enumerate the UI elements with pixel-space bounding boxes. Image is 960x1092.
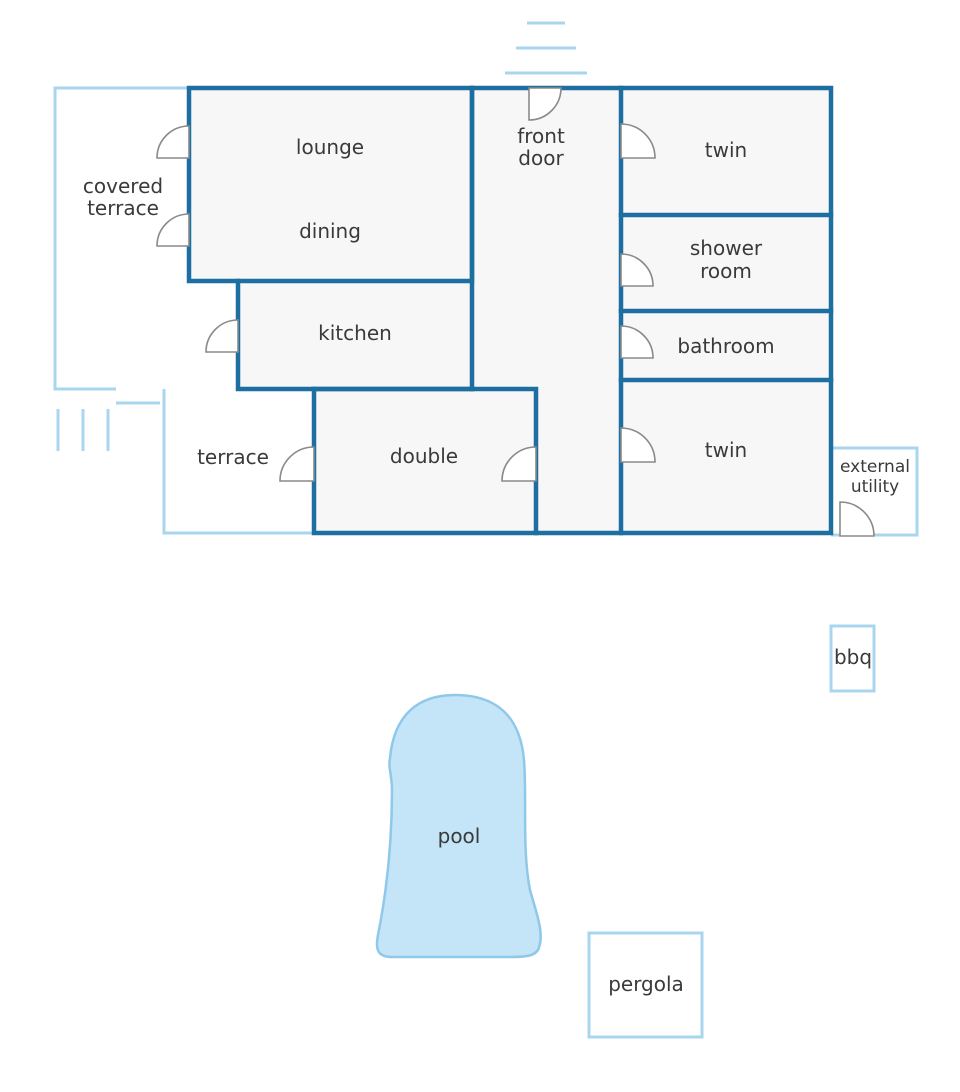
label-twin-top: twin xyxy=(705,138,747,162)
label-bathroom: bathroom xyxy=(677,334,774,358)
label-pergola: pergola xyxy=(608,972,684,996)
room-labels: lounge dining kitchen front door twin sh… xyxy=(83,124,910,996)
room-lounge-dining xyxy=(189,88,472,281)
outdoor-outlines xyxy=(53,21,919,1039)
door-front xyxy=(528,87,562,121)
label-terrace: terrace xyxy=(197,445,269,469)
room-shower xyxy=(621,215,831,311)
door-kitchen xyxy=(205,319,239,353)
door-double xyxy=(501,446,537,482)
room-kitchen xyxy=(238,281,472,389)
label-pool: pool xyxy=(438,824,481,848)
label-shower-2: room xyxy=(700,259,752,283)
label-dining: dining xyxy=(299,219,361,243)
covered-terrace-outline xyxy=(53,86,189,391)
label-double: double xyxy=(390,444,458,468)
label-front-door-2: door xyxy=(518,146,564,170)
door-dining xyxy=(156,213,190,247)
label-external-utility-1: external xyxy=(840,457,910,477)
room-twin-top xyxy=(621,88,831,215)
room-double xyxy=(314,389,536,533)
label-lounge: lounge xyxy=(296,135,364,159)
label-external-utility-2: utility xyxy=(851,477,899,497)
label-bbq: bbq xyxy=(834,645,872,669)
room-twin-bottom xyxy=(621,380,831,533)
label-covered-terrace-1: covered xyxy=(83,174,163,198)
label-twin-bottom: twin xyxy=(705,438,747,462)
label-kitchen: kitchen xyxy=(318,321,392,345)
pergola-outline xyxy=(587,931,704,1039)
bbq-outline xyxy=(829,624,876,693)
walls xyxy=(186,85,834,536)
door-shower xyxy=(620,253,654,287)
door-twin-top xyxy=(620,123,656,159)
door-utility xyxy=(839,501,875,537)
wall-house-top xyxy=(311,85,834,536)
wall-double-top xyxy=(311,386,539,536)
door-lounge xyxy=(156,125,190,159)
label-covered-terrace-2: terrace xyxy=(87,196,159,220)
room-fills xyxy=(189,88,831,533)
doors xyxy=(156,87,875,537)
label-front-door-1: front xyxy=(517,124,565,148)
pool-shape xyxy=(375,693,542,959)
room-bathroom xyxy=(621,311,831,380)
terrace-outline-side xyxy=(162,389,314,535)
door-terrace xyxy=(279,446,315,482)
door-twin-bottom xyxy=(620,427,656,463)
label-shower-1: shower xyxy=(690,236,763,260)
door-bathroom xyxy=(620,325,654,359)
